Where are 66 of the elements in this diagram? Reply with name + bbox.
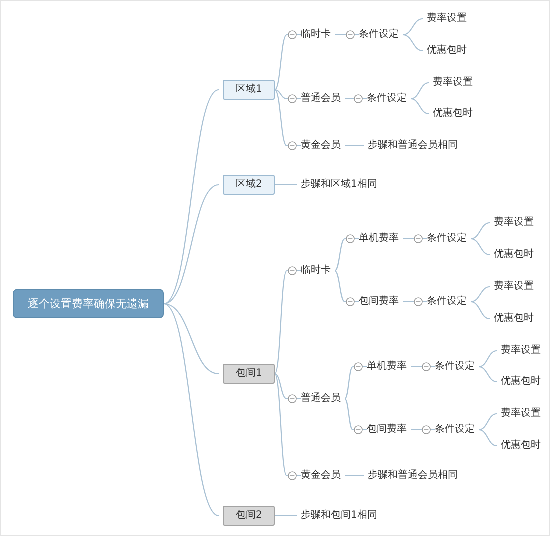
topic-label: 条件设定 <box>427 295 467 309</box>
connector-line <box>478 366 498 383</box>
topic-box: 区域1 <box>223 80 276 100</box>
connector-line <box>334 270 359 303</box>
topic-label: 条件设定 <box>435 360 475 374</box>
connector-line <box>402 34 424 52</box>
topic-label: 条件设定 <box>367 92 407 106</box>
connector-line <box>478 429 498 447</box>
topic-label: 费率设置 <box>494 280 534 294</box>
topic-label: 单机费率 <box>367 360 407 374</box>
topic-box: 区域2 <box>223 175 276 195</box>
topic-label: 普通会员 <box>301 392 341 406</box>
topic-label: 费率设置 <box>494 216 534 230</box>
topic-box: 包间1 <box>223 364 276 384</box>
connector-line <box>164 90 220 304</box>
topic-label: 条件设定 <box>427 232 467 246</box>
connector-line <box>478 413 498 431</box>
connector-line <box>470 222 490 240</box>
central-topic: 逐个设置费率确保无遗漏 <box>13 289 164 319</box>
topic-label: 步骤和包间1相同 <box>301 509 378 523</box>
connector-line <box>275 515 297 517</box>
connector-line <box>470 301 490 320</box>
topic-label: 步骤和普通会员相同 <box>368 139 458 153</box>
topic-label: 费率设置 <box>427 12 467 26</box>
connector-line <box>344 366 367 400</box>
connector-line <box>274 374 301 477</box>
connector-line <box>410 82 430 100</box>
connector-line <box>274 373 301 400</box>
connector-line <box>345 145 364 147</box>
connector-line <box>344 398 367 431</box>
connector-line <box>470 286 490 303</box>
connector-line <box>275 184 297 186</box>
connector-line <box>345 475 364 477</box>
connector-line <box>478 350 498 368</box>
topic-label: 费率设置 <box>501 344 541 358</box>
topic-label: 步骤和普通会员相同 <box>368 469 458 483</box>
topic-label: 黄金会员 <box>301 139 341 153</box>
topic-label: 费率设置 <box>501 407 541 421</box>
connector-line <box>164 303 220 375</box>
topic-label: 临时卡 <box>301 264 331 278</box>
topic-label: 黄金会员 <box>301 469 341 483</box>
topic-label: 条件设定 <box>435 423 475 437</box>
topic-label: 优惠包时 <box>494 248 534 262</box>
connector-line <box>164 304 220 516</box>
topic-label: 临时卡 <box>301 28 331 42</box>
topic-label: 包间费率 <box>359 295 399 309</box>
connector-line <box>402 18 424 36</box>
connector-line <box>164 184 220 305</box>
connector-line <box>274 90 301 147</box>
topic-label: 优惠包时 <box>501 375 541 389</box>
connector-line <box>274 34 301 90</box>
connector-line <box>334 238 359 272</box>
topic-label: 普通会员 <box>301 92 341 106</box>
topic-box: 包间2 <box>223 506 276 526</box>
topic-label: 优惠包时 <box>427 44 467 58</box>
topic-label: 单机费率 <box>359 232 399 246</box>
topic-label: 步骤和区域1相同 <box>301 178 378 192</box>
topic-label: 费率设置 <box>433 76 473 90</box>
topic-label: 优惠包时 <box>433 107 473 121</box>
topic-label: 优惠包时 <box>501 439 541 453</box>
topic-label: 优惠包时 <box>494 312 534 326</box>
connector-line <box>274 270 301 374</box>
connector-line <box>470 238 490 256</box>
topic-label: 包间费率 <box>367 423 407 437</box>
topic-label: 条件设定 <box>359 28 399 42</box>
connector-line <box>410 98 430 115</box>
